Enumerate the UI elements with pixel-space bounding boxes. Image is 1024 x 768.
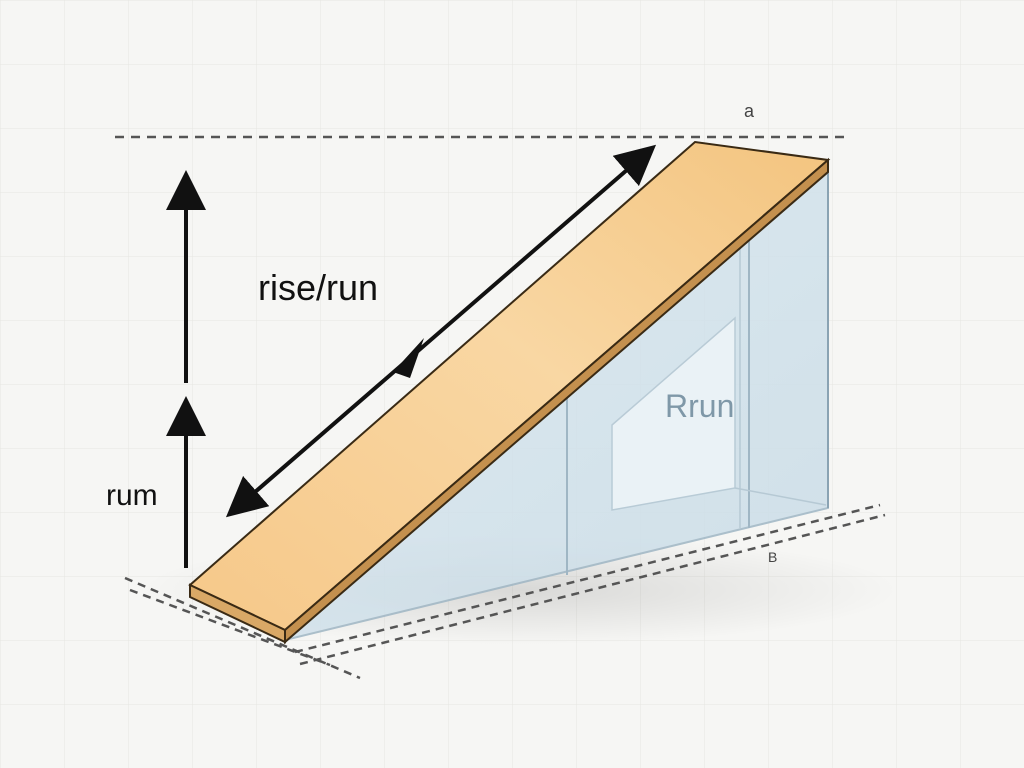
slope-label: rise/run [258,267,378,308]
side-label: rum [106,479,158,512]
slope-arrow [225,144,657,518]
corner-label-bottom: B [768,549,777,565]
corner-label-top: a [744,101,755,121]
inner-face-label: Rrun [665,388,734,424]
ground-lines [124,503,886,680]
slope-arrow-midpoint [393,338,424,378]
